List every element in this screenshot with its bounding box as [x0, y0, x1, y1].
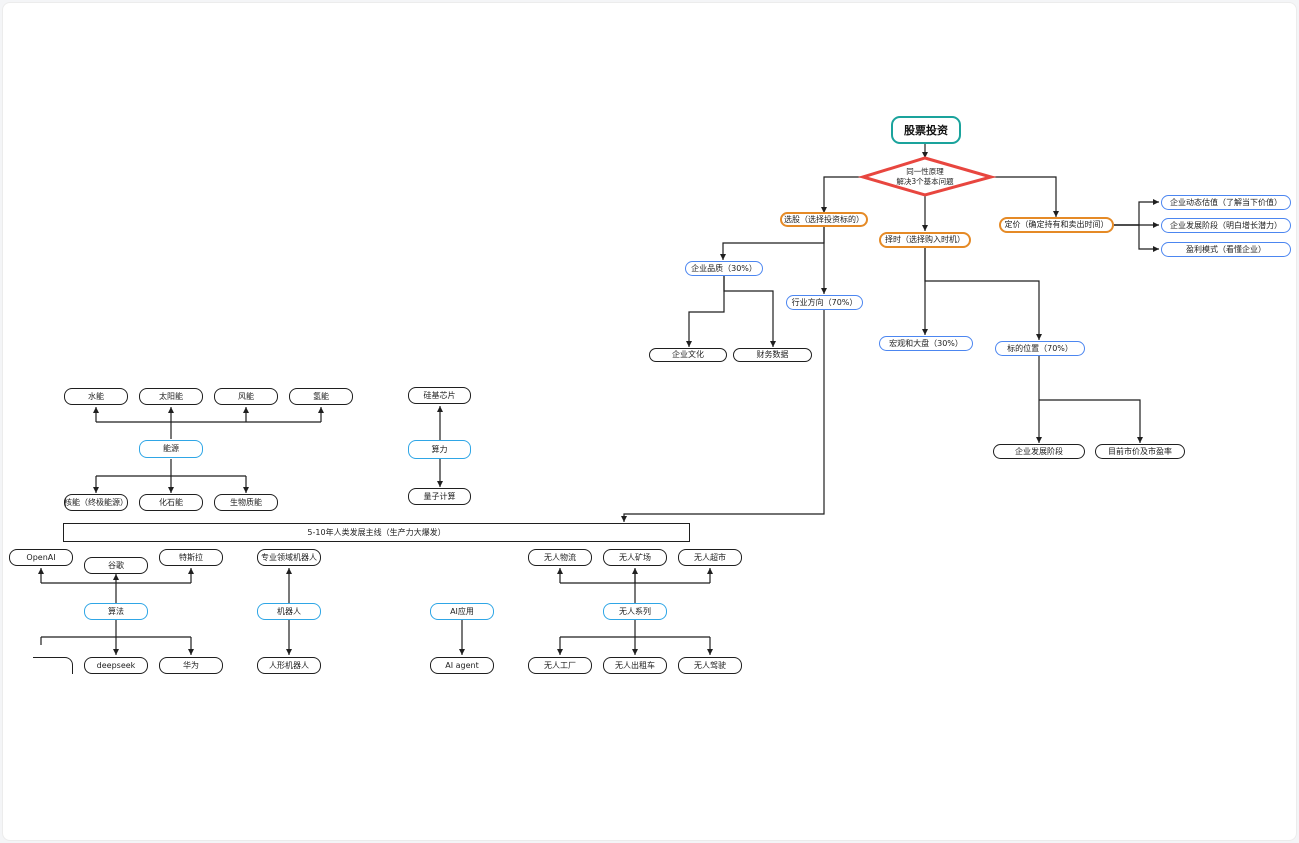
node-industrial-robot[interactable]: 专业领域机器人 [257, 549, 321, 566]
node-energy-wind[interactable]: 风能 [214, 388, 278, 405]
edge-decision-selection [821, 176, 863, 213]
node-unmanned-taxi[interactable]: 无人出租车 [603, 657, 667, 674]
node-algorithm-hidden-edge [33, 657, 73, 674]
node-quantum-computing[interactable]: 量子计算 [408, 488, 471, 505]
node-compute[interactable]: 算力 [408, 440, 471, 459]
edge-timing-position [924, 248, 1042, 340]
edge-decision-pricing [989, 176, 1059, 217]
node-unmanned-logistics[interactable]: 无人物流 [528, 549, 592, 566]
node-ai-agent[interactable]: AI agent [430, 657, 494, 674]
node-pricing-value[interactable]: 企业动态估值（了解当下价值） [1161, 195, 1291, 210]
node-unmanned-driving[interactable]: 无人驾驶 [678, 657, 742, 674]
node-industry-direction[interactable]: 行业方向（70%） [786, 295, 863, 310]
node-humanoid-robot[interactable]: 人形机器人 [257, 657, 321, 674]
connector-layer [38, 144, 1159, 655]
node-enterprise-culture[interactable]: 企业文化 [649, 348, 727, 362]
node-financial-data[interactable]: 财务数据 [733, 348, 812, 362]
node-unmanned-supermarket[interactable]: 无人超市 [678, 549, 742, 566]
node-selection[interactable]: 选股（选择投资标的） [780, 212, 868, 227]
edge-quality-financial [723, 276, 776, 347]
edge-pricing-value [1114, 199, 1159, 226]
node-energy-hydrogen[interactable]: 氢能 [289, 388, 353, 405]
edge-industry-mainline [621, 310, 825, 522]
node-tesla[interactable]: 特斯拉 [159, 549, 223, 566]
node-timing[interactable]: 择时（选择购入时机） [879, 232, 971, 248]
node-energy-hydro[interactable]: 水能 [64, 388, 128, 405]
decision-diamond[interactable] [857, 156, 997, 197]
node-price-pe[interactable]: 目前市价及市盈率 [1095, 444, 1185, 459]
decision-line-2: 解决3个基本问题 [896, 177, 954, 187]
node-pricing-development[interactable]: 企业发展阶段（明白增长潜力） [1161, 218, 1291, 233]
node-ai-app[interactable]: AI应用 [430, 603, 494, 620]
node-unmanned-factory[interactable]: 无人工厂 [528, 657, 592, 674]
node-deepseek[interactable]: deepseek [84, 657, 148, 674]
node-macro-market[interactable]: 宏观和大盘（30%） [879, 336, 973, 351]
node-pricing[interactable]: 定价（确定持有和卖出时间） [999, 217, 1114, 233]
node-energy-bio[interactable]: 生物质能 [214, 494, 278, 511]
node-huawei[interactable]: 华为 [159, 657, 223, 674]
edge-selection-quality [720, 226, 825, 260]
node-energy[interactable]: 能源 [139, 440, 203, 458]
node-energy-nuclear[interactable]: 核能（终极能源） [64, 494, 128, 511]
node-development-stage[interactable]: 企业发展阶段 [993, 444, 1085, 459]
decision-text: 同一性原理 解决3个基本问题 [885, 167, 965, 187]
node-target-position[interactable]: 标的位置（70%） [995, 341, 1085, 356]
node-google[interactable]: 谷歌 [84, 557, 148, 574]
node-robot[interactable]: 机器人 [257, 603, 321, 620]
node-silicon-chip[interactable]: 硅基芯片 [408, 387, 471, 404]
node-unmanned-mine[interactable]: 无人矿场 [603, 549, 667, 566]
node-energy-solar[interactable]: 太阳能 [139, 388, 203, 405]
edge-quality-culture [686, 276, 725, 347]
node-pricing-profit[interactable]: 盈利模式（看懂企业） [1161, 242, 1291, 257]
node-mainline[interactable]: 5-10年人类发展主线（生产力大爆发） [63, 523, 690, 542]
node-algorithm[interactable]: 算法 [84, 603, 148, 620]
root-node-stock-investment[interactable]: 股票投资 [891, 116, 961, 144]
node-energy-fossil[interactable]: 化石能 [139, 494, 203, 511]
edge-position-pe [1039, 399, 1143, 443]
node-openai[interactable]: OpenAI [9, 549, 73, 566]
edge-pricing-profit [1114, 224, 1159, 252]
node-enterprise-quality[interactable]: 企业品质（30%） [685, 261, 763, 276]
node-unmanned[interactable]: 无人系列 [603, 603, 667, 620]
decision-line-1: 同一性原理 [906, 167, 944, 176]
